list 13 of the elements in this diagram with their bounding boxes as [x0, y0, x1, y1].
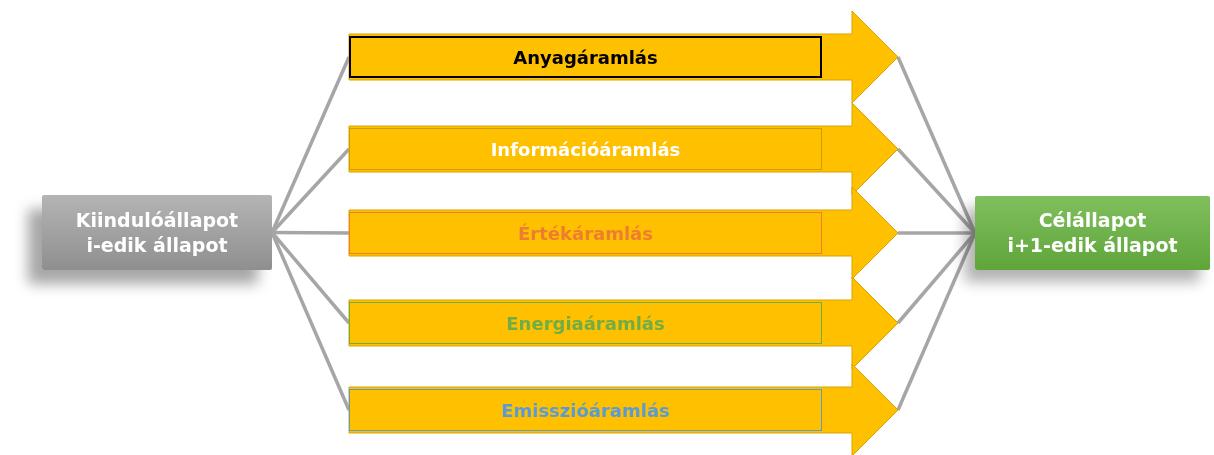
flow-label: Információáramlás: [349, 128, 822, 170]
flow-label: Anyagáramlás: [349, 36, 822, 78]
flow-label: Értékáramlás: [349, 212, 822, 254]
state-box: [42, 195, 272, 270]
state-description: i-edik állapot: [86, 232, 228, 258]
connector-line: [272, 230, 349, 235]
state-box: [975, 196, 1210, 270]
state-name: Kiindulóállapot: [75, 207, 239, 233]
state-description: i+1-edik állapot: [1007, 233, 1178, 258]
connector-line: [898, 231, 975, 235]
state-name: Célállapot: [1038, 208, 1147, 233]
flow-label: Energiaáramlás: [349, 302, 822, 344]
flow-label: Emisszióáramlás: [349, 389, 822, 431]
